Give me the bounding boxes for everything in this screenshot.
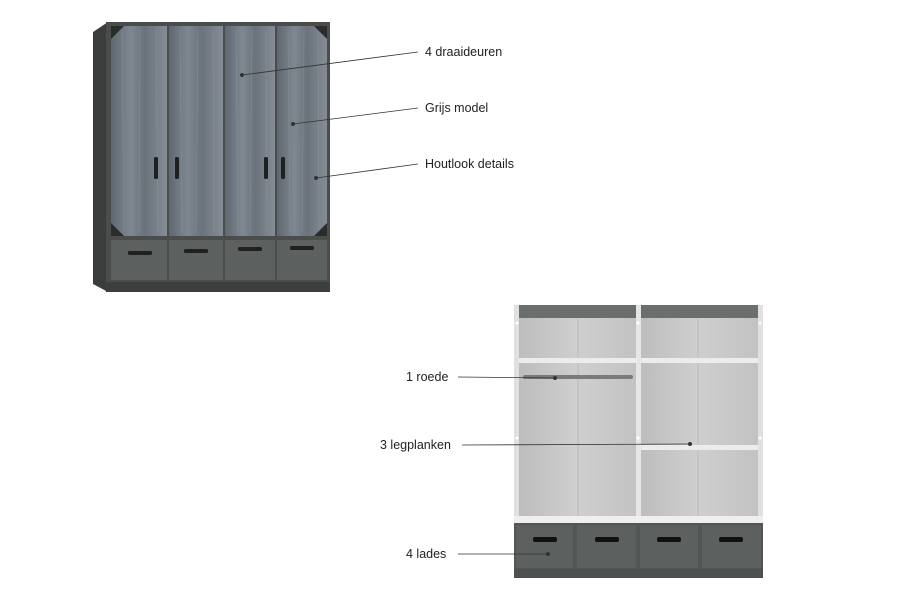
hanging-rod [523, 375, 633, 379]
leader-lines-closed [239, 51, 419, 180]
open-drawer-1 [514, 523, 575, 570]
door-handle-icon [154, 157, 158, 179]
label-finish: Houtlook details [425, 157, 514, 171]
door-1 [111, 26, 167, 236]
door-3 [225, 26, 275, 236]
hinge-icon [515, 321, 519, 325]
leader-dot [313, 175, 318, 180]
door-2 [169, 26, 223, 236]
left-side-edge [514, 305, 519, 520]
leader-dot [546, 552, 551, 557]
open-drawer-handles [533, 537, 743, 542]
open-drawer-2 [575, 523, 638, 570]
door-handle-icon [264, 157, 268, 179]
open-plinth [514, 569, 763, 578]
shelf-right-middle [641, 445, 758, 450]
label-doors: 4 draaideuren [425, 45, 503, 59]
drawer-handle-icon [128, 251, 152, 255]
open-drawer-3 [638, 523, 700, 570]
interior-right [640, 318, 758, 518]
closed-wardrobe [93, 22, 330, 292]
hinge-icon [758, 321, 762, 325]
drawer-handle-icon [719, 537, 743, 542]
label-color: Grijs model [425, 101, 489, 115]
wood-grain [121, 29, 320, 233]
leader-color [292, 107, 419, 125]
drawer-handle-icon [657, 537, 681, 542]
leader-dot [239, 73, 244, 78]
open-drawer-4 [700, 523, 763, 570]
shelf-left-top [519, 358, 637, 363]
leader-lines-open [457, 375, 693, 557]
corner-bracket-icon [111, 26, 124, 39]
hinges [515, 321, 762, 440]
door-handle-icon [175, 157, 179, 179]
door-handle-icon [281, 157, 285, 179]
door-handles [154, 157, 285, 179]
leader-doors [241, 51, 419, 76]
drawer-handle-icon [290, 246, 314, 250]
bottom-shelf [514, 516, 763, 523]
label-shelves: 3 legplanken [380, 438, 451, 452]
wardrobe-side-panel [93, 22, 108, 292]
hinge-icon [515, 436, 519, 440]
corner-bracket-icon [111, 223, 124, 236]
leader-rod [457, 376, 556, 379]
leader-finish [315, 163, 419, 179]
drawer-handle-icon [533, 537, 557, 542]
drawer-handle-icon [184, 249, 208, 253]
back-panel-seams [577, 318, 699, 518]
shelf-right-top [641, 358, 758, 363]
corner-bracket-icon [314, 26, 327, 39]
drawer-handle-icon [595, 537, 619, 542]
right-side-edge [758, 305, 763, 520]
hinge-icon [636, 436, 640, 440]
corner-bracket-icon [314, 223, 327, 236]
drawer-1 [111, 240, 167, 280]
leader-dot [553, 375, 558, 380]
door-4 [277, 26, 327, 236]
leader-dot [290, 122, 295, 127]
label-drawers: 4 lades [406, 547, 447, 561]
leader-dot [688, 441, 693, 446]
center-divider [636, 305, 641, 520]
drawer-2 [169, 240, 223, 280]
label-rod: 1 roede [406, 370, 449, 384]
hinge-icon [636, 321, 640, 325]
drawer-handles [128, 246, 314, 255]
drawer-handle-icon [238, 247, 262, 251]
wardrobe-plinth [106, 282, 330, 292]
open-wardrobe [514, 305, 763, 578]
drawer-3 [225, 240, 275, 280]
hinge-icon [758, 436, 762, 440]
leader-shelves [461, 443, 691, 446]
